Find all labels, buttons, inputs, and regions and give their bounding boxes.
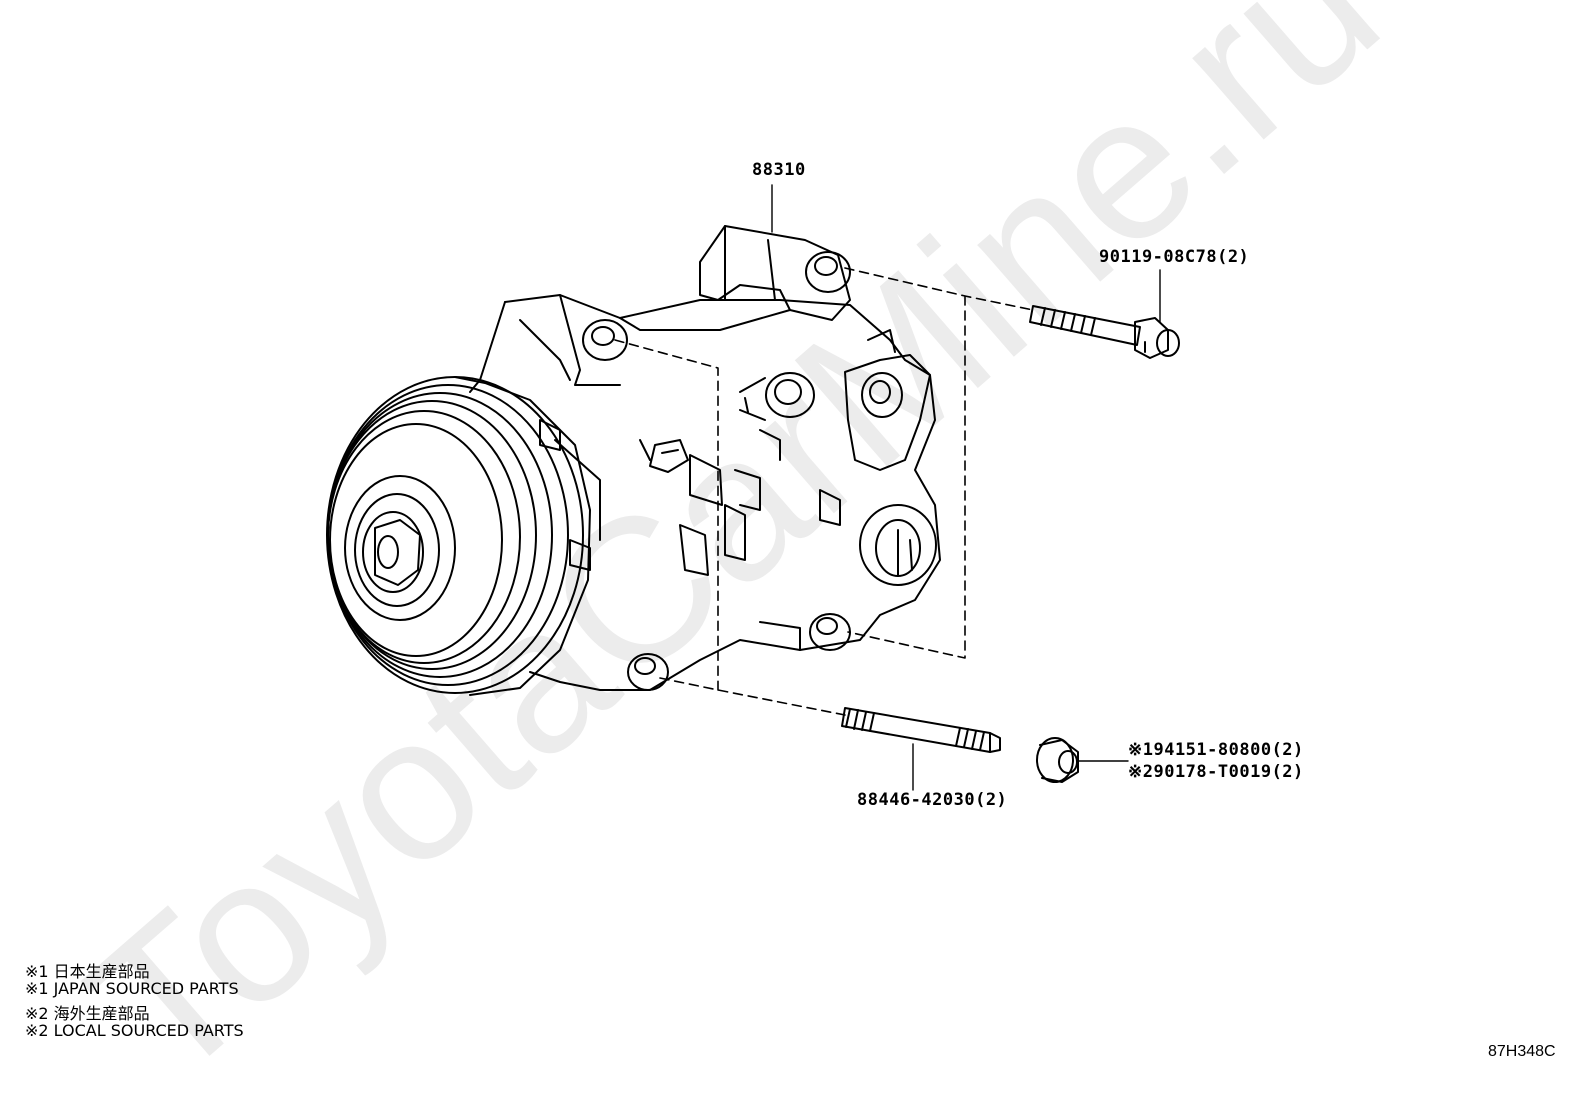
leader-lines bbox=[771, 184, 1161, 791]
illustration-code: 87H348C bbox=[1488, 1043, 1556, 1060]
part-label-stud: 88446-42030(2) bbox=[857, 790, 1008, 810]
part-label-bolt: 90119-08C78(2) bbox=[1099, 247, 1250, 267]
part-label-nut-japan: ※194151-80800(2) bbox=[1128, 740, 1304, 760]
stud-icon bbox=[841, 707, 1001, 753]
part-label-compressor: 88310 bbox=[752, 160, 806, 180]
part-label-nut-local: ※290178-T0019(2) bbox=[1128, 762, 1304, 782]
legend-note-4: ※2 LOCAL SOURCED PARTS bbox=[25, 1021, 244, 1040]
legend-note-1: ※1 日本生産部品 bbox=[25, 962, 150, 981]
compressor-icon bbox=[326, 225, 941, 696]
bolt-icon bbox=[1029, 305, 1180, 359]
flange-nut-icon bbox=[1036, 737, 1079, 783]
legend-note-2: ※1 JAPAN SOURCED PARTS bbox=[25, 979, 239, 998]
legend-note-3: ※2 海外生産部品 bbox=[25, 1004, 150, 1023]
assembly-guide-lines bbox=[614, 267, 1034, 716]
